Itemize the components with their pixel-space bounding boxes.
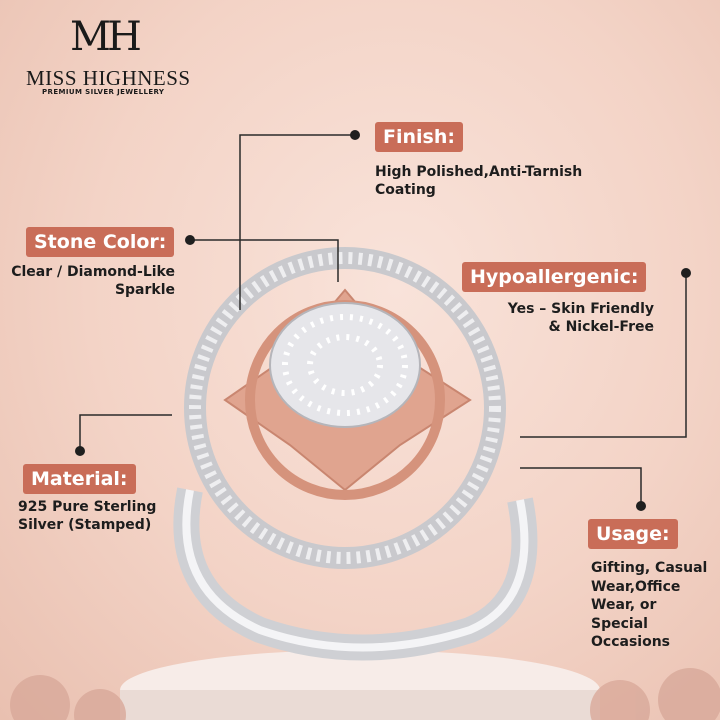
connector-dots — [75, 130, 691, 511]
brand-name: MISS HIGHNESS — [26, 66, 191, 90]
hypoallergenic-value: Yes – Skin Friendly & Nickel-Free — [480, 300, 654, 336]
material-value-line: Silver (Stamped) — [18, 517, 152, 533]
finish-value-line: High Polished,Anti-Tarnish — [375, 164, 583, 180]
material-value-line: 925 Pure Sterling — [18, 499, 157, 515]
finish-value: High Polished,Anti-Tarnish Coating — [375, 163, 582, 199]
brand-tagline: PREMIUM SILVER JEWELLERY — [42, 88, 165, 96]
pedestal-side — [120, 690, 600, 720]
usage-value-line: Wear,Office — [591, 578, 681, 595]
usage-label: Usage: — [588, 519, 678, 549]
hypoallergenic-value-line: & Nickel-Free — [548, 319, 655, 335]
brand-monogram: MH — [70, 14, 142, 60]
roses-decoration — [10, 668, 720, 720]
finish-label: Finish: — [375, 122, 463, 152]
stone-color-value: Clear / Diamond-Like Sparkle — [10, 263, 175, 299]
usage-value-line: Occasions — [591, 634, 670, 650]
usage-value-line: Gifting, Casual — [591, 560, 708, 576]
stone-color-value-line: Clear / Diamond-Like — [11, 264, 175, 280]
usage-value-line: Wear, or — [591, 597, 657, 613]
material-value: 925 Pure Sterling Silver (Stamped) — [18, 498, 156, 534]
center-diamond-cluster — [269, 302, 421, 428]
finish-value-line: Coating — [375, 182, 436, 198]
stone-color-value-line: Sparkle — [114, 282, 175, 298]
usage-value-line: Special — [591, 615, 648, 632]
material-label: Material: — [23, 464, 136, 494]
stone-color-label: Stone Color: — [26, 227, 175, 257]
hypoallergenic-value-line: Yes – Skin Friendly — [507, 301, 654, 317]
hypoallergenic-label: Hypoallergenic: — [462, 262, 647, 292]
connector-lines — [79, 134, 687, 506]
usage-value: Gifting, Casual Wear,Office Wear, or Spe… — [591, 559, 707, 652]
